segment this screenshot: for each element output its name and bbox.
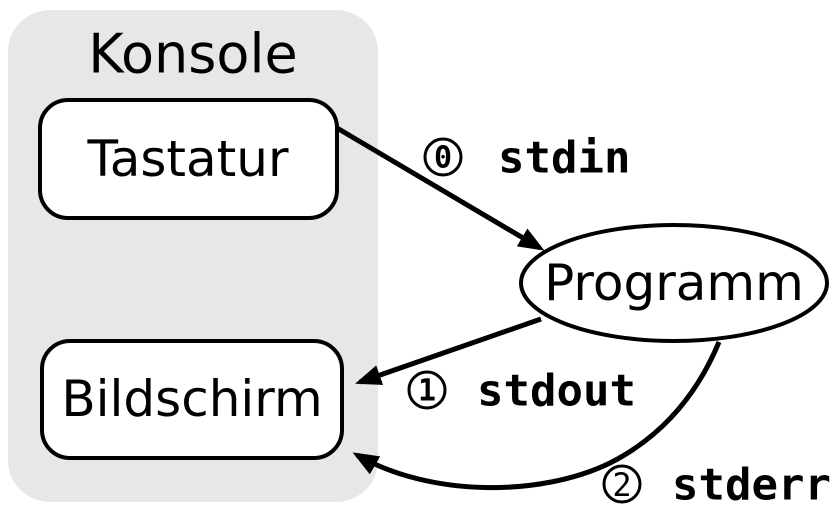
- stdout-name: stdout: [477, 366, 636, 417]
- stdin-label-group: 0 stdin: [423, 133, 630, 184]
- stdout-label-group: 1 stdout: [407, 366, 636, 417]
- console-title: Konsole: [88, 23, 297, 86]
- keyboard-node: [38, 98, 339, 220]
- screen-label: Bildschirm: [61, 370, 322, 428]
- stdout-arrow: [355, 316, 542, 385]
- stdout-number-badge: [407, 370, 447, 410]
- program-label: Programm: [544, 254, 804, 312]
- program-node: [519, 223, 829, 343]
- stderr-arrow: [352, 341, 722, 491]
- keyboard-label: Tastatur: [86, 130, 288, 188]
- stdin-name: stdin: [498, 133, 630, 184]
- stdout-number: 1: [418, 374, 436, 409]
- stdin-number: 0: [434, 141, 452, 176]
- stderr-number-badge: [602, 464, 642, 504]
- stderr-name: stderr: [672, 460, 831, 511]
- stdin-arrow: [335, 125, 545, 251]
- stdin-number-badge: [423, 137, 463, 177]
- stderr-number: 2: [612, 466, 631, 504]
- screen-node: [40, 339, 344, 460]
- stderr-label-group: 2 stderr: [602, 460, 831, 511]
